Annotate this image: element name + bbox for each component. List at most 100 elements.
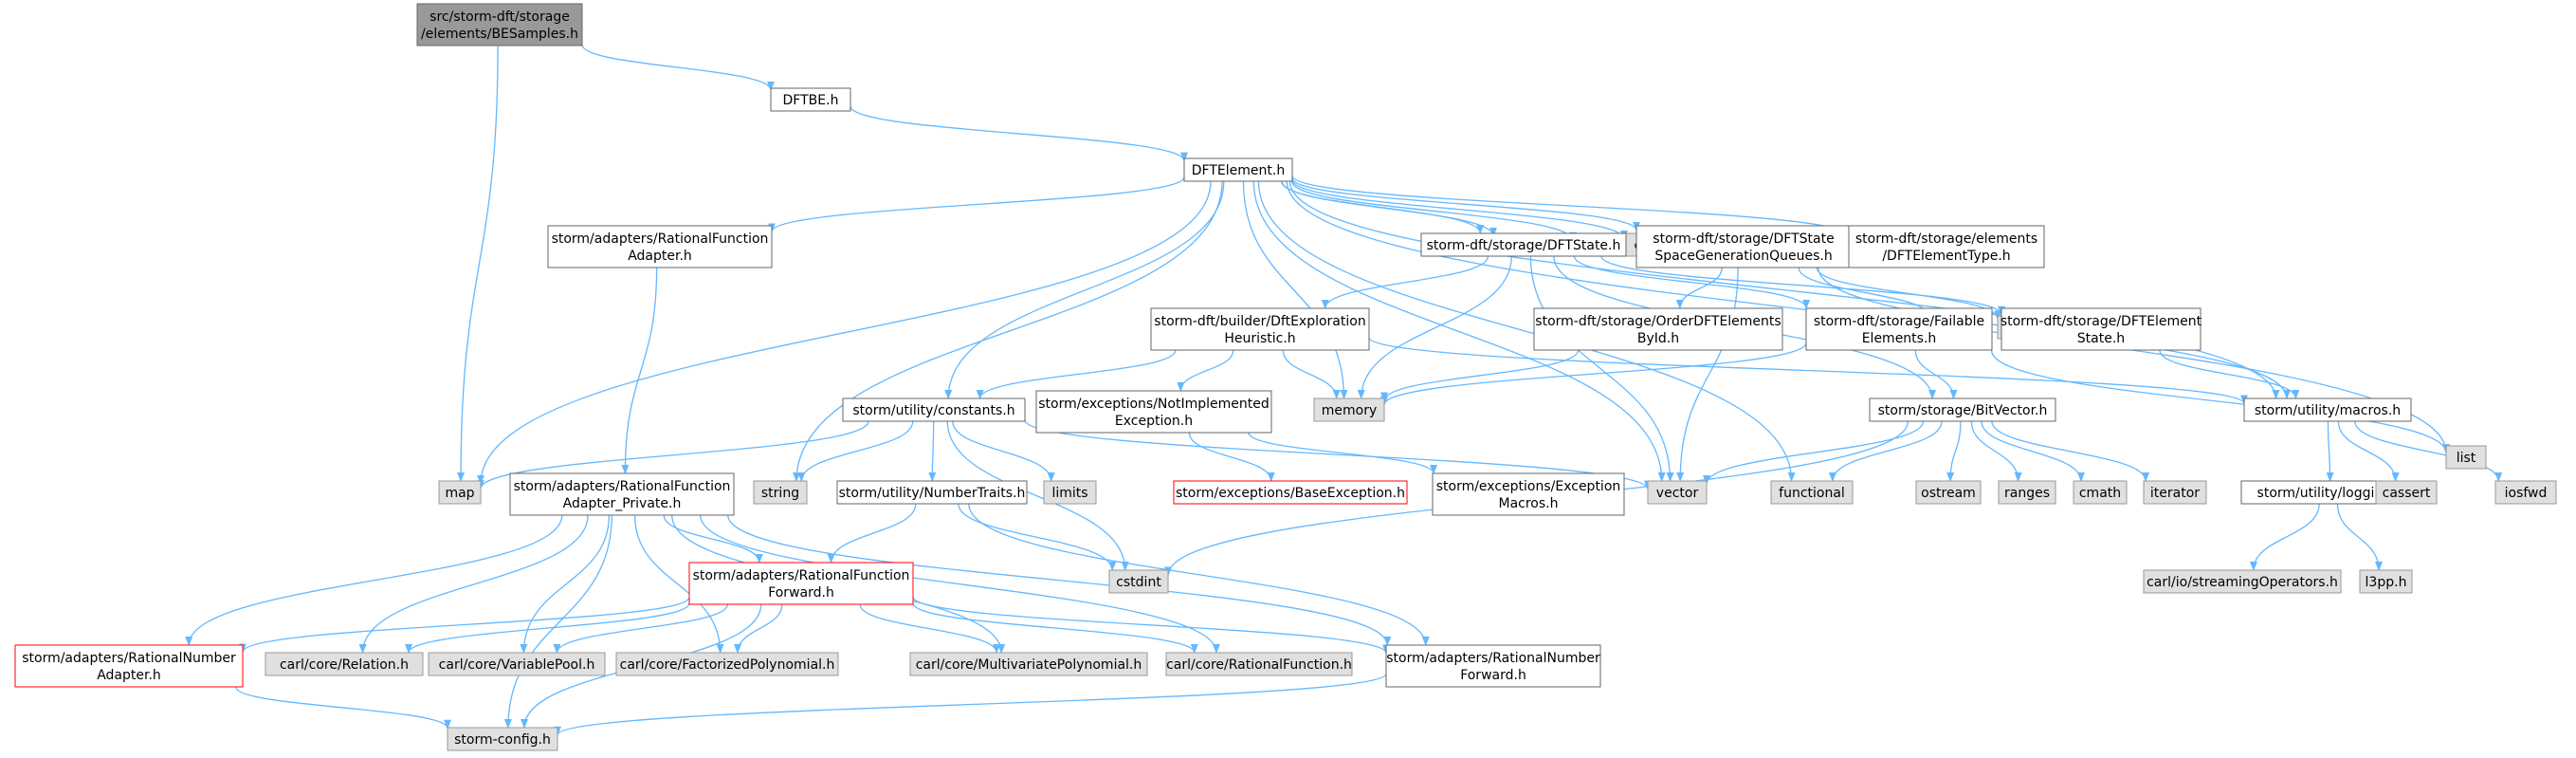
edge-dftelement-to-macros (1288, 180, 2280, 399)
node-box (2001, 307, 2201, 351)
node-label: Exception.h (1115, 414, 1193, 429)
edge-constants-to-numbertraits (928, 420, 937, 482)
node-label: iterator (2150, 486, 2200, 501)
node-heuristic[interactable]: storm-dft/builder/DftExplorationHeuristi… (1150, 307, 1370, 351)
node-label: storm/adapters/RationalFunction (514, 479, 731, 494)
node-label: functional (1779, 486, 1845, 501)
node-box (1173, 480, 1408, 505)
node-baseexc[interactable]: storm/exceptions/BaseException.h (1173, 480, 1408, 505)
node-box (753, 480, 808, 505)
node-box (1150, 307, 1370, 351)
node-dftelementtype[interactable]: storm-dft/storage/elements/DFTElementTyp… (1848, 225, 2045, 268)
node-memory: memory (1313, 397, 1385, 422)
edge-heuristic-to-constants (976, 349, 1177, 399)
node-box (428, 652, 606, 676)
node-label: Forward.h (768, 585, 834, 601)
node-box (842, 397, 1026, 422)
node-label: l3pp.h (2366, 575, 2407, 590)
node-label: storm/utility/constants.h (852, 403, 1014, 418)
edge-dftbe-to-dftelement (850, 105, 1188, 162)
node-box (615, 652, 839, 676)
node-dftelement[interactable]: DFTElement.h (1183, 157, 1293, 182)
node-box (1313, 397, 1385, 422)
edge-rnforward-to-stormconfig (554, 673, 1387, 736)
edge-rfprivate-to-factorized (633, 514, 724, 654)
node-label: storm/utility/logging.h (2257, 486, 2404, 501)
node-label: storm/exceptions/NotImplemented (1038, 397, 1269, 412)
node-label: storm-dft/storage/DFTElement (2001, 314, 2202, 329)
node-label: ById.h (1637, 331, 1679, 346)
node-box (1869, 397, 2056, 422)
edge-elementstate-to-macros (2159, 349, 2300, 399)
edge-bitvector-to-iterator (1991, 420, 2150, 482)
node-cstdint: cstdint (1108, 569, 1169, 594)
edge-constants-to-cstdint (946, 420, 1129, 571)
edge-logging-to-l3pp (2336, 503, 2383, 571)
node-box (1915, 480, 1982, 505)
node-layer: src/storm-dft/storage/elements/BESamples… (14, 3, 2557, 751)
node-bitvector[interactable]: storm/storage/BitVector.h (1869, 397, 2056, 422)
node-label: storm-dft/storage/DFTState (1653, 231, 1834, 247)
edge-dftelement-to-functional (1257, 180, 1796, 482)
node-box (2143, 480, 2207, 505)
node-dftstatequeues[interactable]: storm-dft/storage/DFTStateSpaceGeneratio… (1635, 225, 1852, 268)
node-box (1647, 480, 1708, 505)
node-rfprivate[interactable]: storm/adapters/RationalFunctionAdapter_P… (509, 472, 735, 516)
node-label: Heuristic.h (1224, 331, 1295, 346)
node-constants[interactable]: storm/utility/constants.h (842, 397, 1026, 422)
node-label: storm/utility/NumberTraits.h (839, 486, 1026, 501)
node-besamples[interactable]: src/storm-dft/storage/elements/BESamples… (416, 3, 583, 46)
edge-besamples-to-dftbe (581, 44, 775, 91)
edge-dftstatequeues-to-orderbyid (1675, 267, 1723, 309)
edge-dftelement-to-cstdlib (1291, 178, 1628, 240)
edge-dftelement-to-dftelementtype (1291, 175, 1853, 237)
node-dftstate[interactable]: storm-dft/storage/DFTState.h (1420, 232, 1627, 257)
node-box (1998, 480, 2056, 505)
edge-dftelement-to-dftstatequeues (1291, 177, 1640, 231)
edge-rfforward-to-rnadapter (239, 597, 690, 654)
edge-dftstate-to-vector (1529, 255, 1674, 482)
node-box (14, 644, 244, 688)
edge-numbertraits-to-rnforward (968, 503, 1430, 646)
node-iosfwd: iosfwd (2494, 480, 2557, 505)
node-macros[interactable]: storm/utility/macros.h (2243, 397, 2412, 422)
node-label: src/storm-dft/storage (429, 9, 570, 25)
node-label: /elements/BESamples.h (421, 27, 578, 42)
node-label: storm-dft/storage/elements (1855, 231, 2037, 247)
edge-bitvector-to-ranges (1970, 420, 2022, 482)
edge-rfforward-to-variablepool (553, 603, 729, 654)
node-numbertraits[interactable]: storm/utility/NumberTraits.h (836, 480, 1028, 505)
node-notimpl[interactable]: storm/exceptions/NotImplementedException… (1035, 390, 1272, 434)
node-box (770, 87, 851, 112)
edge-rfadapter-to-rfprivate (621, 267, 658, 474)
edge-heuristic-to-memory (1282, 349, 1341, 399)
node-factorized: carl/core/FactorizedPolynomial.h (615, 652, 839, 676)
edge-failable-to-list (1990, 349, 2450, 454)
edge-logging-to-streamingops (2249, 503, 2320, 571)
node-limits: limits (1043, 480, 1097, 505)
edge-bitvector-to-vector (1703, 420, 1925, 485)
node-label: storm-dft/builder/DftExploration (1154, 314, 1365, 329)
edge-dftstate-to-heuristic (1321, 255, 1489, 309)
node-box (1183, 157, 1293, 182)
node-label: carl/core/VariablePool.h (439, 657, 595, 673)
node-label: list (2457, 451, 2476, 466)
node-dftbe[interactable]: DFTBE.h (770, 87, 851, 112)
edge-macros-to-cassert (2337, 420, 2400, 482)
node-label: map (445, 486, 474, 501)
node-label: DFTBE.h (783, 93, 839, 108)
node-label: ranges (2004, 486, 2050, 501)
edge-bitvector-to-ostream (1946, 420, 1962, 482)
edge-numbertraits-to-rfforward (827, 503, 917, 564)
edge-rnadapter-to-stormconfig (234, 686, 451, 730)
edge-rfprivate-to-stormconfig (503, 514, 612, 729)
node-variablepool: carl/core/VariablePool.h (428, 652, 606, 676)
